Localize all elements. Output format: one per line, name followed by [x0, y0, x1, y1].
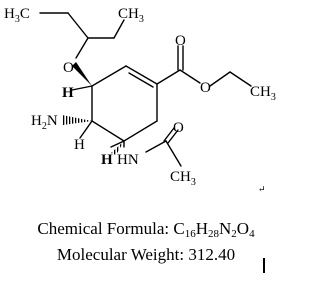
- bond-amide-co-1: [163, 127, 175, 142]
- label-ch3-ester: CH3: [250, 84, 276, 103]
- bond-ring-right-lower: [123, 120, 158, 142]
- label-oxygen-carbonyl: O: [175, 33, 186, 49]
- bond-ch-o: [75, 37, 89, 59]
- label-amine: H2N: [31, 113, 58, 132]
- weight-value: 312.40: [188, 245, 236, 264]
- bond-ring-top: [91, 65, 127, 87]
- label-oxygen-ester: O: [200, 80, 211, 96]
- bond-o-ch2: [209, 71, 231, 87]
- label-h-upper: H: [62, 85, 74, 101]
- formula-element: N: [219, 219, 232, 238]
- bond-lines: [39, 12, 252, 167]
- formula-label: Chemical Formula:: [37, 219, 174, 238]
- bond-ring-c2-c3-inner: [128, 72, 154, 88]
- return-mark: ↵: [258, 184, 266, 194]
- bond-ethyl-left-2: [67, 12, 89, 39]
- bond-ring-bottom: [91, 120, 125, 142]
- hash-bond-amide: [111, 141, 124, 155]
- label-oxygen-amide: O: [173, 120, 184, 136]
- bond-co-ch3: [165, 140, 182, 167]
- atom-labels: H3C CH3 O O O CH3 H H2N H H HN O CH3 ↵: [4, 6, 276, 194]
- chemical-formula-line: Chemical Formula: C16H28N2O4: [0, 219, 292, 240]
- bond-c-h-lower: [110, 140, 125, 148]
- label-ch3-right: CH3: [118, 6, 144, 25]
- bond-c-carbonyl: [156, 69, 181, 85]
- bond-ch2-ch3: [229, 71, 252, 87]
- label-oxygen-ether: O: [63, 60, 74, 76]
- weight-label: Molecular Weight:: [56, 245, 189, 264]
- label-ch3-amide: CH3: [170, 169, 196, 188]
- bond-ring-c2-c3: [125, 65, 158, 85]
- bond-c-h-middle: [79, 120, 93, 139]
- bond-ethyl-right-2: [113, 19, 125, 39]
- bond-amide-co-2: [167, 129, 179, 144]
- chemical-formula: C16H28N2O4: [173, 219, 255, 240]
- formula-subscript: 4: [249, 228, 255, 240]
- formula-element: O: [236, 219, 250, 238]
- formula-element: H: [195, 219, 209, 238]
- structure-diagram: H3C CH3 O O O CH3 H H2N H H HN O CH3 ↵: [4, 6, 276, 194]
- formula-subscript: 2: [231, 228, 237, 240]
- bond-c-o-ester: [179, 69, 201, 84]
- label-ch3-left: H3C: [4, 6, 30, 25]
- label-h-lower: H: [101, 152, 113, 168]
- bond-nh-co: [145, 140, 167, 153]
- formula-subscript: 16: [184, 228, 196, 240]
- formula-element: C: [173, 219, 185, 238]
- text-cursor-mark: [263, 258, 265, 273]
- formula-subscript: 28: [208, 228, 220, 240]
- label-h-middle: H: [74, 137, 85, 153]
- label-amide-nh: HN: [117, 152, 139, 168]
- hash-bond-amine: [62, 115, 92, 125]
- wedge-bond-ether: [72, 62, 92, 86]
- bond-c-h-upper: [71, 85, 93, 91]
- molecular-weight-line: Molecular Weight: 312.40: [0, 245, 292, 265]
